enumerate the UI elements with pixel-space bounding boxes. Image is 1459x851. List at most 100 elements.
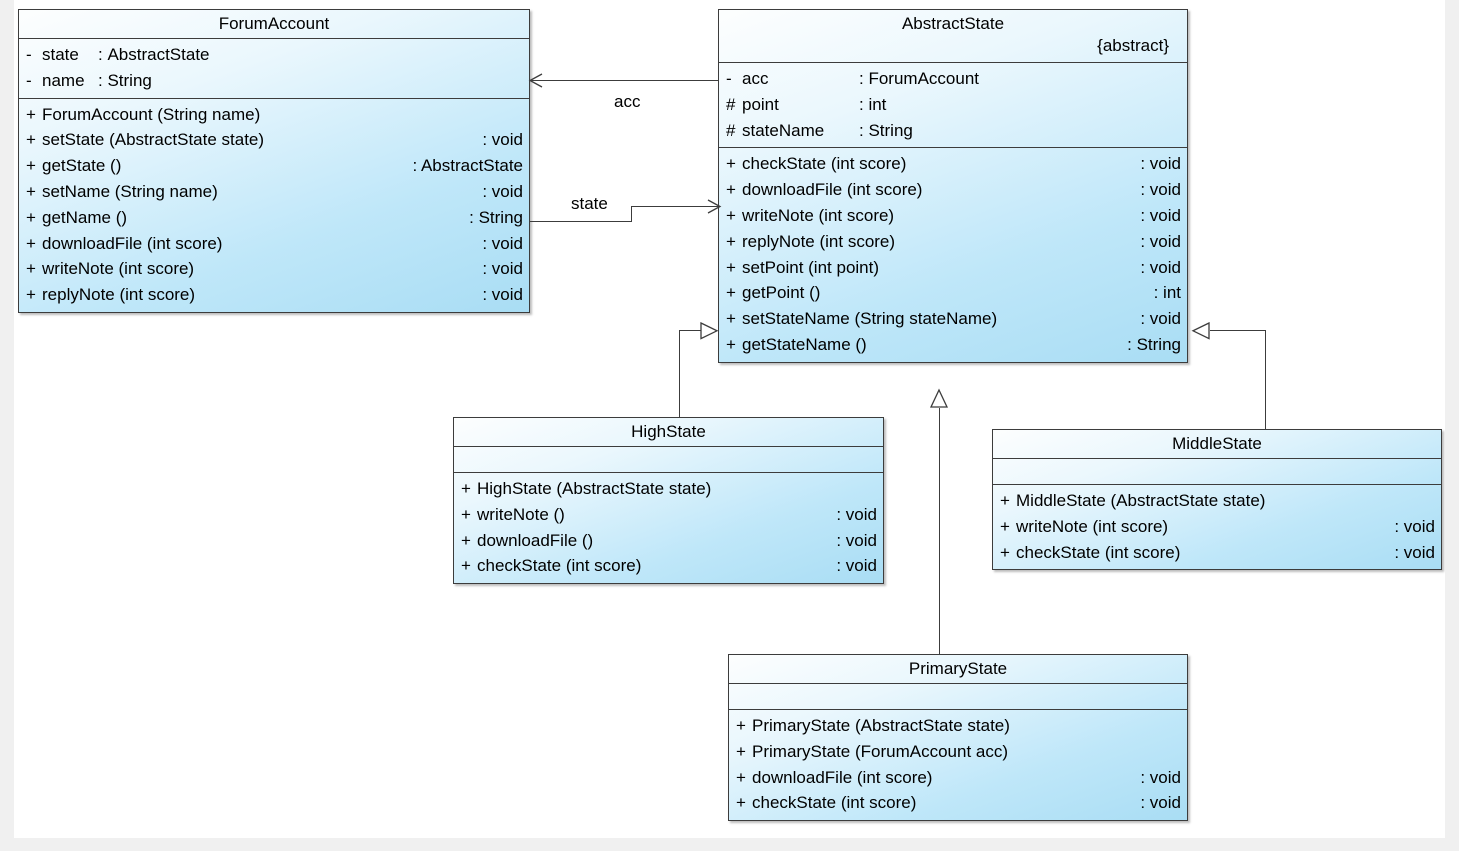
- operation-return-type: : void: [836, 556, 877, 576]
- operation-signature: writeNote (): [477, 504, 565, 524]
- operation-return-type: : void: [1394, 516, 1435, 536]
- operation-signature: setState (AbstractState state): [42, 130, 265, 150]
- visibility-marker: #: [726, 94, 736, 114]
- visibility-marker: +: [736, 767, 746, 787]
- class-name-high-state: HighState: [631, 422, 706, 441]
- attribute-type-text: AbstractState: [107, 45, 210, 64]
- operation-return-type: : int: [1153, 283, 1181, 303]
- visibility-marker: +: [1000, 491, 1010, 510]
- operation-return-type: : String: [1127, 334, 1181, 354]
- connector-primarystate-vertical: [939, 408, 940, 655]
- arrowhead-triangle-middlestate: [1190, 320, 1210, 342]
- visibility-marker: -: [26, 45, 32, 64]
- operations-compartment-primary-state: + PrimaryState (AbstractState state) + P…: [729, 710, 1187, 820]
- attribute-type: : ForumAccount: [859, 69, 979, 88]
- attributes-compartment-forum-account: - state : AbstractState - name : String: [19, 39, 529, 99]
- diagram-canvas: ForumAccount - state : AbstractState - n…: [14, 0, 1445, 838]
- class-name-abstract-state: AbstractState: [901, 14, 1005, 33]
- class-box-middle-state[interactable]: MiddleState + MiddleState (AbstractState…: [992, 429, 1442, 571]
- class-title-forum-account: ForumAccount: [19, 10, 529, 39]
- operation-row: + checkState (int score) : void: [993, 540, 1441, 566]
- attribute-name: state: [42, 45, 79, 64]
- visibility-marker: +: [726, 205, 736, 225]
- class-box-primary-state[interactable]: PrimaryState + PrimaryState (AbstractSta…: [728, 654, 1188, 822]
- operation-row: + downloadFile () : void: [454, 528, 883, 554]
- operation-row: + MiddleState (AbstractState state): [993, 488, 1441, 514]
- attribute-type: : int: [859, 94, 887, 114]
- connector-state-line-step: [631, 206, 632, 222]
- class-title-primary-state: PrimaryState: [729, 655, 1187, 684]
- visibility-marker: +: [736, 741, 746, 761]
- operations-compartment-abstract-state: + checkState (int score) : void + downlo…: [719, 148, 1187, 361]
- operation-signature: checkState (int score): [1016, 542, 1181, 562]
- operation-row: + getPoint () : int: [719, 280, 1187, 306]
- operation-row: + PrimaryState (AbstractState state): [729, 713, 1187, 739]
- operation-signature: getStateName (): [742, 334, 867, 354]
- visibility-marker: +: [26, 130, 36, 150]
- operation-signature: downloadFile (int score): [752, 767, 933, 787]
- visibility-marker: +: [726, 154, 736, 174]
- visibility-marker: +: [461, 504, 471, 524]
- visibility-marker: #: [726, 120, 736, 140]
- operation-signature: replyNote (int score): [42, 285, 196, 305]
- operation-signature: PrimaryState (ForumAccount acc): [752, 741, 1009, 761]
- operation-return-type: : void: [482, 181, 523, 201]
- operation-return-type: : void: [482, 130, 523, 150]
- attribute-type-text: String: [107, 70, 152, 90]
- operation-signature: replyNote (int score): [742, 231, 896, 251]
- operation-row: + replyNote (int score) : void: [19, 282, 529, 308]
- operations-compartment-middle-state: + MiddleState (AbstractState state) + wr…: [993, 485, 1441, 569]
- visibility-marker: +: [1000, 516, 1010, 536]
- visibility-marker: +: [26, 207, 36, 227]
- attribute-row: - state : AbstractState: [19, 42, 529, 68]
- visibility-marker: +: [26, 259, 36, 279]
- class-title-high-state: HighState: [454, 418, 883, 447]
- operations-compartment-high-state: + HighState (AbstractState state) + writ…: [454, 473, 883, 583]
- operation-row: + PrimaryState (ForumAccount acc): [729, 739, 1187, 765]
- attributes-compartment-primary-state: [729, 684, 1187, 710]
- attributes-compartment-high-state: [454, 447, 883, 473]
- operation-signature: checkState (int score): [477, 556, 642, 576]
- operation-row: + writeNote (int score) : void: [993, 514, 1441, 540]
- operation-return-type: : void: [1140, 154, 1181, 174]
- operation-row: + downloadFile (int score) : void: [19, 231, 529, 257]
- attribute-name: name: [42, 70, 85, 90]
- class-box-high-state[interactable]: HighState + HighState (AbstractState sta…: [453, 417, 884, 585]
- visibility-marker: -: [726, 69, 732, 88]
- operation-signature: writeNote (int score): [1016, 516, 1169, 536]
- class-name-middle-state: MiddleState: [1172, 434, 1262, 453]
- attribute-row: # stateName : String: [719, 118, 1187, 144]
- operation-return-type: : void: [836, 504, 877, 524]
- operation-signature: downloadFile (): [477, 530, 594, 550]
- operation-row: + downloadFile (int score) : void: [729, 765, 1187, 791]
- class-stereotype-abstract: {abstract}: [1097, 36, 1169, 55]
- visibility-marker: +: [461, 479, 471, 498]
- connector-highstate-horizontal: [679, 330, 702, 331]
- operation-return-type: : void: [482, 233, 523, 253]
- operation-row: + setName (String name) : void: [19, 179, 529, 205]
- operation-return-type: : void: [1140, 205, 1181, 225]
- operation-signature: HighState (AbstractState state): [477, 479, 712, 498]
- operation-return-type: : void: [1140, 767, 1181, 787]
- operation-return-type: : void: [1394, 542, 1435, 562]
- attribute-type: : String: [98, 70, 152, 90]
- operation-return-type: : void: [482, 259, 523, 279]
- visibility-marker: +: [736, 716, 746, 735]
- class-box-abstract-state[interactable]: AbstractState {abstract} - acc : ForumAc…: [718, 9, 1188, 363]
- operation-return-type: : void: [1140, 793, 1181, 813]
- class-box-forum-account[interactable]: ForumAccount - state : AbstractState - n…: [18, 9, 530, 313]
- operation-row: + HighState (AbstractState state): [454, 476, 883, 502]
- class-name-forum-account: ForumAccount: [218, 14, 330, 33]
- operation-signature: writeNote (int score): [742, 205, 895, 225]
- operation-row: + ForumAccount (String name): [19, 102, 529, 128]
- operation-row: + checkState (int score) : void: [719, 151, 1187, 177]
- operation-signature: getPoint (): [742, 283, 821, 303]
- attribute-type-text: String: [868, 120, 913, 140]
- operation-row: + getStateName () : String: [719, 332, 1187, 358]
- operation-signature: setPoint (int point): [742, 257, 880, 277]
- operation-return-type: : void: [836, 530, 877, 550]
- visibility-marker: +: [726, 180, 736, 200]
- operation-return-type: : void: [1140, 309, 1181, 329]
- operation-signature: downloadFile (int score): [42, 233, 223, 253]
- connector-state-line-upper: [631, 206, 718, 207]
